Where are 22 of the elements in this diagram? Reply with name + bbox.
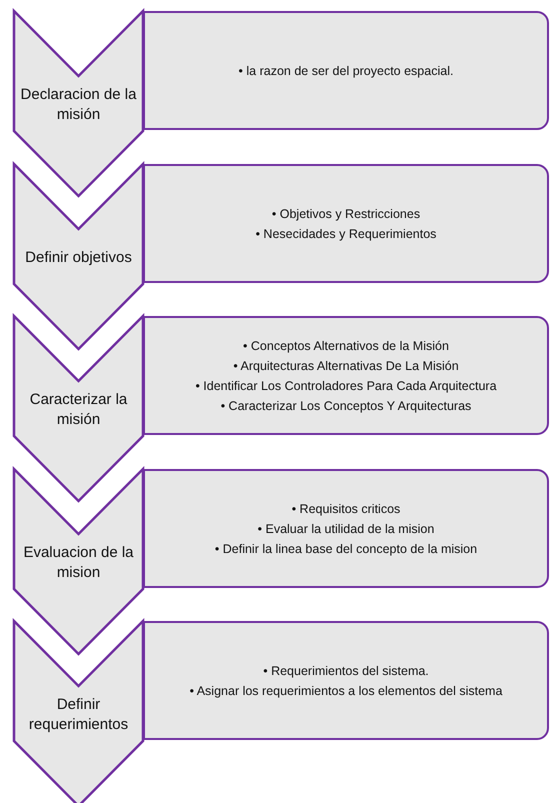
description-panel [143,469,549,588]
bullet-item: • Arquitecturas Alternativas De La Misión [232,358,460,375]
bullet-item: • Nesecidades y Requerimientos [256,226,436,243]
step-title: Caracterizar la misión [28,390,128,430]
bullet-item: • la razon de ser del proyecto espacial. [238,62,454,80]
description-panel [143,316,549,435]
bullet-item: • Identificar Los Controladores Para Cada Arquitectura [195,378,497,395]
bullet-item: • Caracterizar Los Conceptos Y Arquitecturas [220,398,472,415]
bullet-item: • Evaluar la utilidad de la mision [256,520,436,538]
step-title: Evaluacion de la mision [22,543,135,583]
description-panel [143,164,549,283]
bullet-item: • Requerimientos del sistema. [262,662,430,680]
description-panel [143,11,549,130]
bullet-item: • Conceptos Alternativos de la Misión [242,338,450,355]
step-title: Definir objetivos [24,248,133,268]
bullet-item: • Requisitos criticos [290,500,402,518]
bullet-item: • Asignar los requerimientos a los elementos del sistema [190,682,502,700]
step-title: Definir requerimientos [28,695,130,735]
step-title: Declaracion de la misión [20,85,138,125]
bullet-item: • Objetivos y Restricciones [270,206,422,223]
bullet-item: • Definir la linea base del concepto de la mision [214,540,478,558]
description-panel [143,621,549,740]
